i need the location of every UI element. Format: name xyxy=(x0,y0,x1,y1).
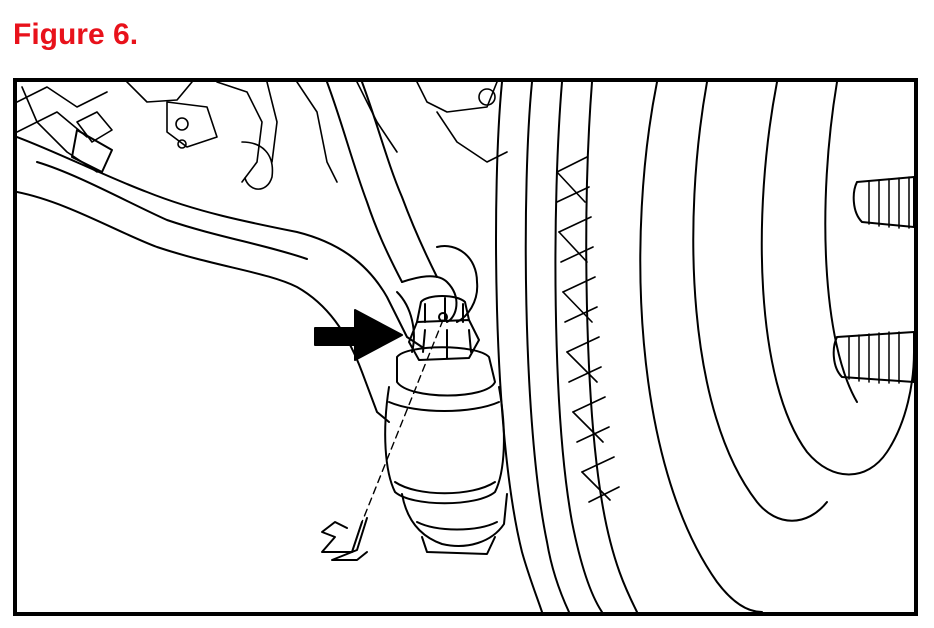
cotter-pin xyxy=(321,319,444,561)
suspension-illustration xyxy=(17,82,914,612)
ball-joint xyxy=(384,346,508,555)
direction-arrow xyxy=(314,309,403,361)
wheel-hub xyxy=(639,82,914,612)
wheel-stud-lower xyxy=(832,331,914,384)
chassis-linework xyxy=(17,82,508,190)
illustration-frame xyxy=(13,78,918,616)
brake-rotor xyxy=(495,82,638,612)
wheel-stud-upper xyxy=(852,176,914,229)
figure-title: Figure 6. xyxy=(13,18,139,51)
castle-nut xyxy=(408,295,480,361)
